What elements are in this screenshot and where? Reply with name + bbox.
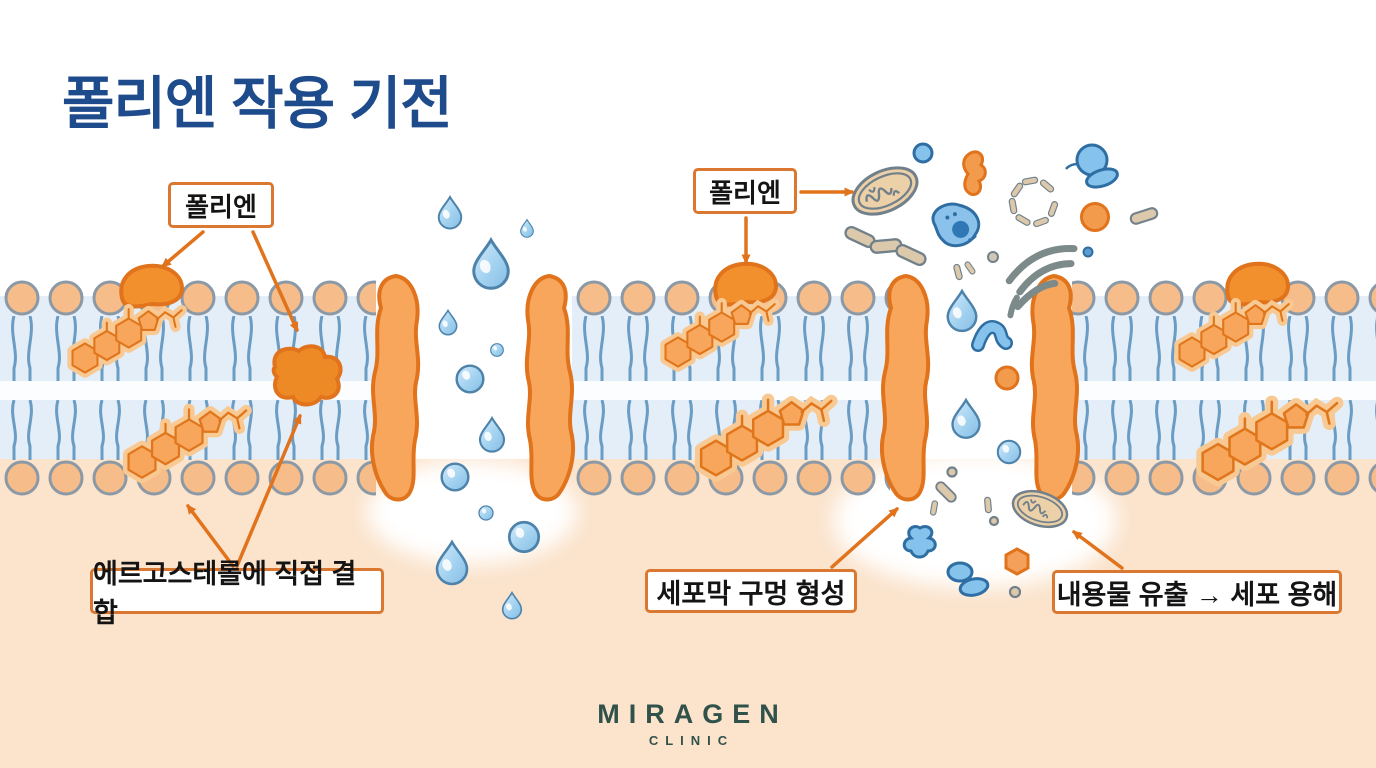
vesicle-icon	[994, 365, 1020, 391]
pore1-left-wall	[369, 274, 421, 502]
golgi-icon	[1005, 245, 1078, 319]
callout-polyene-left: 폴리엔	[168, 182, 274, 228]
organelle-blob-icon	[958, 577, 990, 597]
arrow-binding-to-sterol	[186, 504, 235, 568]
debris-icon	[1008, 585, 1022, 599]
arrow-leak-label	[1072, 530, 1124, 570]
callout-ergosterol-binding-label: 에르고스테롤에 직접 결합	[93, 559, 357, 628]
callout-polyene-left-label: 폴리엔	[185, 191, 257, 222]
dot-icon	[987, 251, 999, 263]
callout-ergosterol-binding: 에르고스테롤에 직접 결합	[90, 559, 384, 628]
polyene-cap-icon	[119, 263, 184, 309]
callout-pore-formation-label: 세포막 구멍 형성	[656, 578, 846, 609]
arrow-polyene-to-cap	[161, 230, 205, 268]
callout-leakage-lysis-label: 내용물 유출 → 세포 용해	[1056, 579, 1338, 610]
water-bubble-icon	[507, 520, 541, 554]
callout-polyene-right-label: 폴리엔	[709, 177, 781, 208]
water-bubble-icon	[490, 343, 504, 357]
vesicle-icon	[1080, 202, 1110, 232]
leaked-organelles-top	[842, 142, 1160, 319]
callout-pore-formation: 세포막 구멍 형성	[645, 569, 857, 613]
organelle-blob-icon	[946, 561, 974, 583]
dot-icon	[1082, 246, 1094, 258]
callout-polyene-right: 폴리엔	[693, 168, 797, 214]
arrow-pore-label	[830, 507, 899, 569]
water-bubble-icon	[996, 439, 1022, 465]
polyene-bound-blob	[271, 344, 343, 407]
pore2-left-wall	[879, 274, 931, 502]
arrow-binding-to-blob	[235, 413, 302, 568]
callout-leakage-lysis: 내용물 유출 → 세포 용해	[1052, 570, 1342, 614]
water-bubble-icon	[478, 505, 494, 521]
logo-name: MIRAGEN	[597, 699, 788, 729]
organelle-blob-icon	[902, 525, 937, 559]
bubble-icon	[912, 142, 934, 164]
polyene-cap-icon	[713, 261, 778, 307]
debris-icon	[983, 496, 993, 514]
pore1-right-wall	[524, 274, 576, 502]
page-title: 폴리엔 작용 기전	[62, 72, 453, 136]
water-bubble-icon	[440, 462, 470, 492]
arrow-polyene-to-blob	[251, 230, 299, 333]
protein-blob-icon	[962, 150, 987, 196]
pore2-right-wall	[1029, 274, 1081, 502]
cell-nucleus-icon	[931, 202, 981, 248]
butterfly-organelle-icon	[1065, 143, 1119, 189]
pore2-escaping-contents	[902, 260, 1073, 599]
protein-squiggle-icon	[973, 322, 1011, 350]
water-bubble-icon	[455, 364, 485, 394]
debris-icon	[946, 466, 958, 478]
callout-arrows	[161, 187, 1124, 570]
clinic-logo: MIRAGEN CLINIC	[0, 699, 1376, 748]
debris-icon	[988, 515, 1000, 527]
logo-subtitle: CLINIC	[648, 733, 735, 748]
vesicle-hexagon-icon	[1004, 547, 1030, 576]
